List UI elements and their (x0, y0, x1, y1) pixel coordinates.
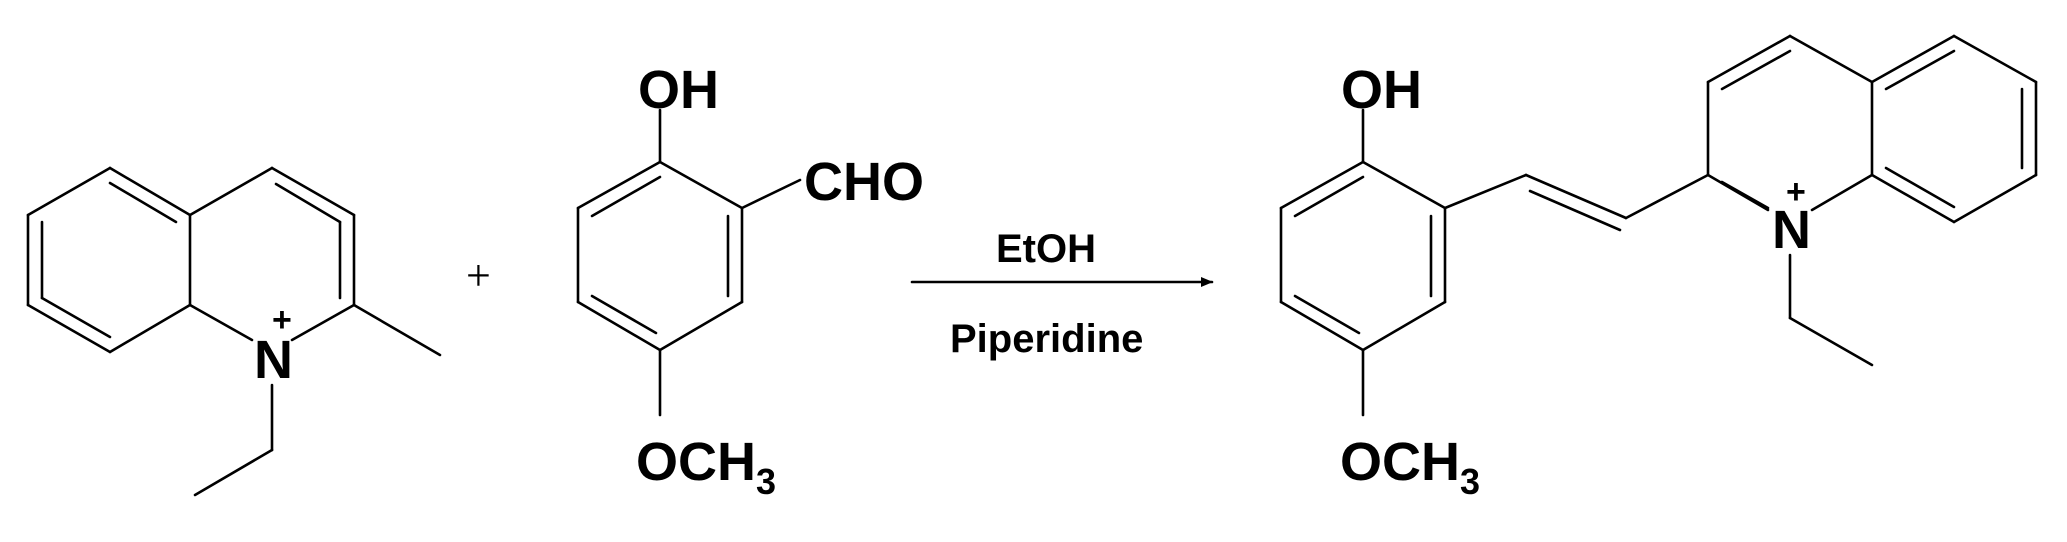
product-methoxy-subscript: 3 (1460, 461, 1480, 502)
reactant2-aldehyde-label: CHO (804, 152, 924, 212)
plus-sign: + (466, 251, 491, 300)
reactant-aldehyde (576, 108, 802, 417)
condition-solvent: EtOH (996, 227, 1096, 271)
product-positive-charge: + (1786, 173, 1806, 211)
product-styryl-quinolinium (1279, 34, 2038, 417)
condition-catalyst: Piperidine (950, 317, 1143, 361)
reactant1-nitrogen-label: N (254, 330, 293, 390)
product-methoxy-label: OCH3 (1340, 432, 1480, 502)
reactant2-methoxy-subscript: 3 (756, 461, 776, 502)
reactant-quinolinium (26, 166, 442, 497)
reactant2-methoxy-label: OCH3 (636, 432, 776, 502)
reactant1-positive-charge: + (272, 301, 292, 339)
reactant2-hydroxyl-label: OH (638, 60, 719, 120)
product-nitrogen-label: N (1772, 200, 1811, 260)
product-methoxy-text: OCH (1340, 432, 1460, 492)
product-hydroxyl-label: OH (1341, 60, 1422, 120)
reactant2-methoxy-text: OCH (636, 432, 756, 492)
